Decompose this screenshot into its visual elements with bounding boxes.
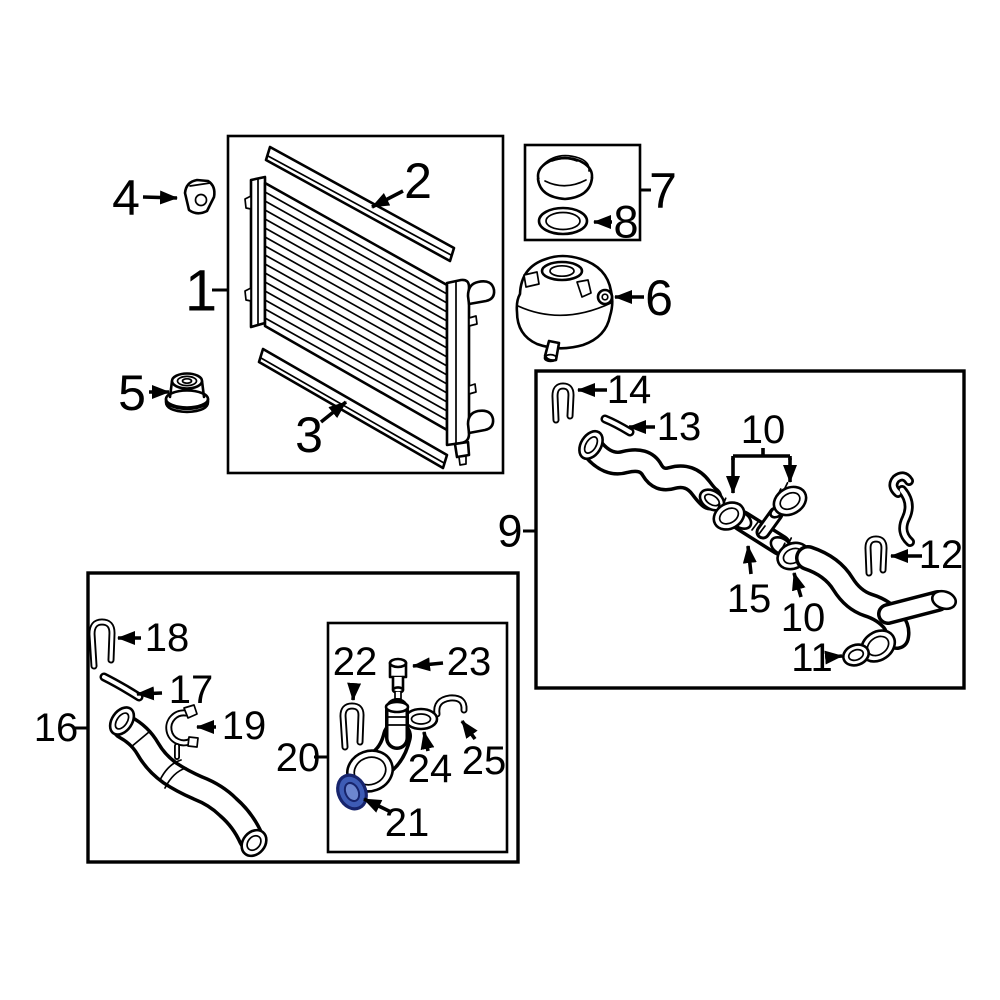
- callout-24-label: 24: [408, 747, 453, 791]
- part-6-expansion-tank[interactable]: [515, 254, 614, 363]
- callout-5[interactable]: 5: [118, 365, 170, 421]
- part-10-hose-clamp-upper[interactable]: [767, 478, 811, 521]
- part-13-trim-strip[interactable]: [600, 414, 635, 437]
- callout-18-label: 18: [145, 616, 190, 660]
- upper-radiator-hose[interactable]: [575, 427, 728, 515]
- callout-23[interactable]: 23: [412, 640, 492, 684]
- callout-5-label: 5: [118, 365, 146, 421]
- callout-24[interactable]: 24: [408, 731, 453, 791]
- radiator-upper-neck: [466, 280, 496, 306]
- callout-12-label: 12: [919, 533, 964, 577]
- part-25-spring-clamp[interactable]: [433, 694, 468, 718]
- callout-13[interactable]: 13: [628, 405, 702, 449]
- part-7-cap-kit[interactable]: [536, 154, 594, 236]
- callout-25[interactable]: 25: [460, 719, 507, 783]
- callout-3-label: 3: [295, 407, 323, 463]
- callout-16-label: 16: [34, 706, 79, 750]
- callout-17-label: 17: [169, 668, 214, 712]
- part-18-retaining-clip[interactable]: [88, 618, 116, 670]
- radiator-drain: [453, 440, 471, 459]
- callout-23-label: 23: [447, 640, 492, 684]
- callout-25-label: 25: [462, 739, 507, 783]
- part-12-retaining-clip[interactable]: [864, 535, 888, 577]
- callout-19[interactable]: 19: [196, 704, 267, 748]
- callout-10-label: 10: [741, 408, 786, 452]
- part-14-retaining-clip[interactable]: [551, 382, 575, 424]
- radiator-fins: [264, 191, 448, 421]
- callout-19-label: 19: [222, 704, 267, 748]
- tank-eyelet: [596, 288, 614, 306]
- callout-12[interactable]: 12: [890, 533, 964, 577]
- callout-9-label: 9: [497, 506, 522, 557]
- callout-6-label: 6: [645, 270, 673, 326]
- callout-22-label: 22: [333, 640, 378, 684]
- part-4-mount-bracket[interactable]: [183, 178, 216, 215]
- callout-8-label: 8: [613, 197, 638, 248]
- callout-18[interactable]: 18: [117, 616, 190, 660]
- callout-16[interactable]: 16: [34, 706, 87, 750]
- callout-15[interactable]: 15: [727, 545, 772, 621]
- part-22-retaining-clip[interactable]: [339, 702, 365, 751]
- callout-6[interactable]: 6: [614, 270, 673, 326]
- callout-1[interactable]: 1: [185, 259, 227, 324]
- part-15-hose-connector[interactable]: [728, 505, 795, 559]
- callout-9[interactable]: 9: [497, 506, 535, 557]
- callout-8[interactable]: 8: [593, 197, 639, 248]
- callout-2[interactable]: 2: [371, 153, 432, 209]
- coolant-hose-16[interactable]: [105, 703, 271, 861]
- callout-14[interactable]: 14: [577, 368, 652, 412]
- callout-7[interactable]: 7: [641, 163, 677, 219]
- radiator-left-tab-lower: [244, 287, 252, 302]
- part-3-lower-air-guide[interactable]: [257, 347, 449, 470]
- part-17-trim-strip[interactable]: [99, 672, 144, 702]
- part-2-upper-air-guide[interactable]: [264, 145, 456, 263]
- callout-10b-label: 10: [781, 596, 826, 640]
- callout-20-label: 20: [276, 736, 321, 780]
- callout-21[interactable]: 21: [363, 797, 430, 845]
- callout-20[interactable]: 20: [276, 736, 327, 780]
- callout-4-label: 4: [112, 170, 140, 226]
- callout-22[interactable]: 22: [333, 640, 378, 701]
- part-1-radiator[interactable]: [244, 145, 496, 470]
- part-24-gasket[interactable]: [403, 707, 439, 731]
- callout-7-label: 7: [649, 163, 677, 219]
- part-23-sensor[interactable]: [388, 657, 408, 700]
- part-20-water-outlet[interactable]: [342, 698, 412, 798]
- callout-13-label: 13: [657, 405, 702, 449]
- callout-11[interactable]: 11: [791, 636, 843, 680]
- radiator-lower-neck: [466, 409, 495, 435]
- part-19-hose-clamp[interactable]: [165, 704, 199, 760]
- part-8-cap-seal[interactable]: [537, 206, 589, 236]
- callout-11-label: 11: [791, 636, 833, 680]
- callout-3[interactable]: 3: [295, 400, 348, 463]
- callout-10[interactable]: 10: [726, 408, 797, 494]
- callout-21-label: 21: [385, 801, 430, 845]
- part-21-oring-highlighted[interactable]: [332, 770, 371, 813]
- callout-4[interactable]: 4: [112, 170, 178, 226]
- radiator-cap: [536, 154, 594, 201]
- part-10-hose-clamp-left[interactable]: [707, 493, 749, 535]
- callout-14-label: 14: [607, 368, 652, 412]
- callout-10b[interactable]: 10: [781, 572, 826, 640]
- radiator-right-tank: [445, 278, 496, 466]
- part-11-oring[interactable]: [840, 641, 871, 669]
- part-5-mount-grommet[interactable]: [164, 372, 210, 414]
- callout-17[interactable]: 17: [136, 668, 214, 712]
- callout-2-label: 2: [404, 153, 432, 209]
- callout-1-label: 1: [185, 259, 217, 324]
- radiator-left-tab-upper: [244, 195, 252, 210]
- lower-radiator-hose[interactable]: [795, 471, 958, 667]
- callout-15-label: 15: [727, 577, 772, 621]
